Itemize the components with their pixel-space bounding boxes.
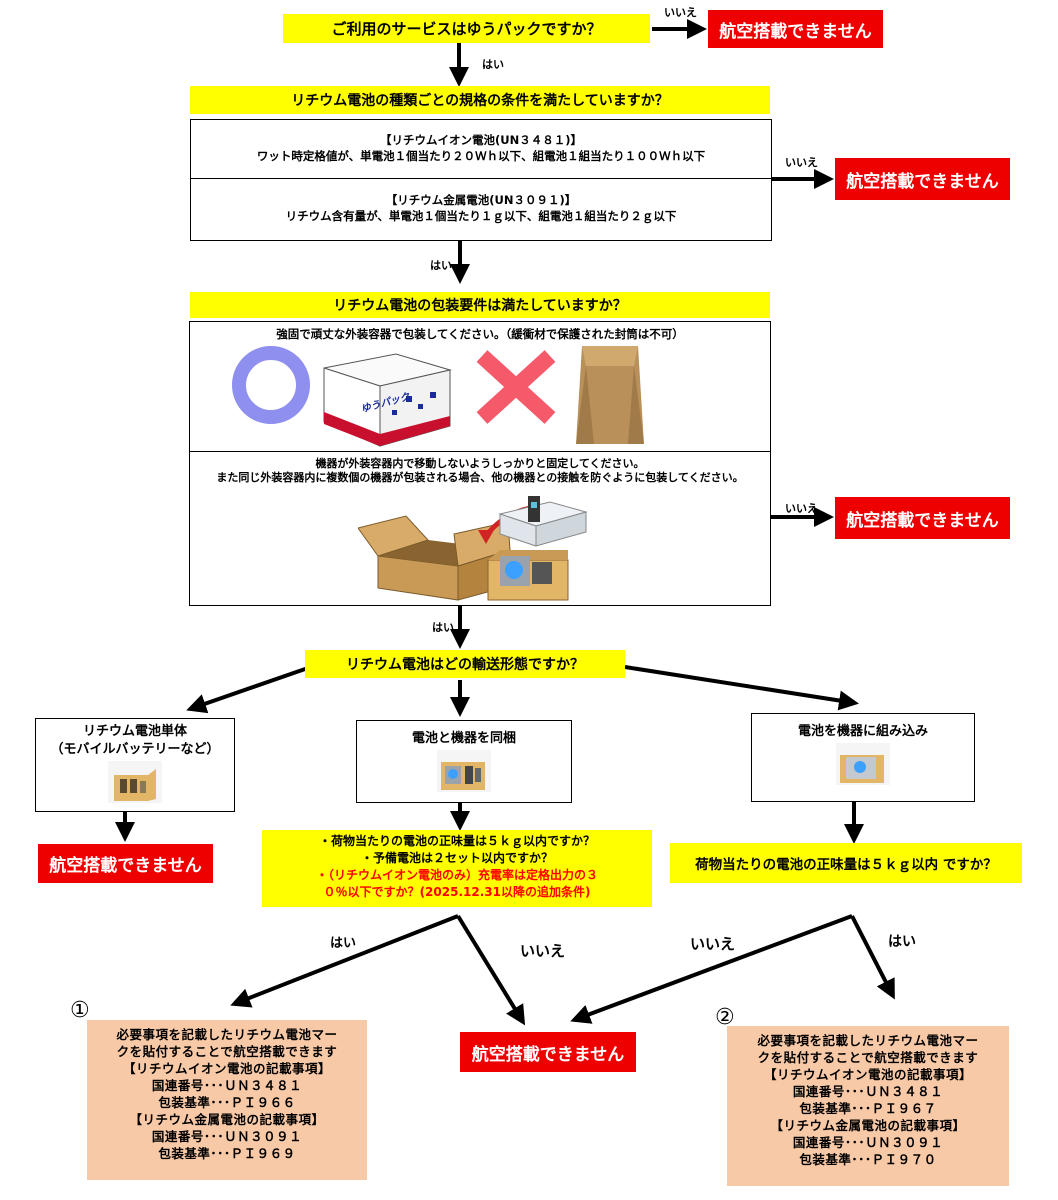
result-2-line8: 包装基準･･･ＰＩ９７０ xyxy=(799,1152,937,1167)
condition-packed-line4: ０％以下ですか？ xyxy=(323,885,420,899)
spec-ion-desc: ワット時定格値が、単電池１個当たり２０Ｗｈ以下、組電池１組当たり１００Ｗｈ以下 xyxy=(256,149,706,163)
label-no: いいえ xyxy=(785,502,818,515)
condition-installed: 荷物当たりの電池の正味量は５ｋｇ以内 ですか？ xyxy=(670,843,1022,883)
spec-ion-title: 【リチウムイオン電池(UN３４８１)】 xyxy=(380,133,582,147)
ng-cross-icon xyxy=(476,350,556,424)
label-no: いいえ xyxy=(690,935,736,953)
mode-single-line2: （モバイルバッテリーなど） xyxy=(50,742,220,757)
result-2-line4: 国連番号･･･ＵＮ３４８１ xyxy=(792,1084,944,1099)
result-1-line3: 【リチウムイオン電池の記載事項】 xyxy=(122,1061,331,1076)
ng-box-3: 航空搭載できません xyxy=(835,497,1010,539)
ng-box-1: 航空搭載できません xyxy=(708,10,883,48)
result-2-line1: 必要事項を記載したリチウム電池マー xyxy=(757,1033,979,1048)
spec-box: 【リチウムイオン電池(UN３４８１)】 ワット時定格値が、単電池１個当たり２０Ｗ… xyxy=(190,119,772,241)
label-yes: はい xyxy=(330,936,357,951)
battery-box-icon xyxy=(108,761,162,803)
result-2-line2: クを貼付することで航空搭載できます xyxy=(757,1050,979,1065)
result-1-line7: 国連番号･･･ＵＮ３０９１ xyxy=(151,1129,303,1144)
paper-bag-icon xyxy=(576,346,644,444)
condition-packed-line2: ・予備電池は２セット以内ですか？ xyxy=(360,851,553,865)
packed-device-icon xyxy=(437,750,491,792)
ng-box-4: 航空搭載できません xyxy=(38,844,213,883)
result-2-line3: 【リチウムイオン電池の記載事項】 xyxy=(763,1067,972,1082)
question-spec-condition: リチウム電池の種類ごとの規格の条件を満たしていますか？ xyxy=(190,86,770,114)
spec-ion: 【リチウムイオン電池(UN３４８１)】 ワット時定格値が、単電池１個当たり２０Ｗ… xyxy=(191,120,771,179)
packaging-fix-line2: また同じ外装容器内に複数個の機器が包装される場合、他の機器との接触を防ぐように包… xyxy=(216,471,744,484)
packaging-fix-text: 機器が外装容器内で移動しないようしっかりと固定してください。 また同じ外装容器内… xyxy=(190,452,770,485)
result-2-line5: 包装基準･･･ＰＩ９６７ xyxy=(799,1101,937,1116)
result-2-line7: 国連番号･･･ＵＮ３０９１ xyxy=(792,1135,944,1150)
result-2-number: ② xyxy=(715,1005,735,1030)
condition-packed-line1: ・荷物当たりの電池の正味量は５ｋｇ以内ですか？ xyxy=(318,834,595,848)
mode-installed-label: 電池を機器に組み込み xyxy=(797,724,928,739)
spec-metal-desc: リチウム含有量が、単電池１個当たり１ｇ以下、組電池１組当たり２ｇ以下 xyxy=(285,209,677,223)
question-transport-mode: リチウム電池はどの輸送形態ですか？ xyxy=(305,650,625,678)
label-yes: はい xyxy=(482,58,504,71)
result-1-line5: 包装基準･･･ＰＩ９６６ xyxy=(158,1095,296,1110)
question-packaging: リチウム電池の包装要件は満たしていますか？ xyxy=(190,292,770,318)
result-box-2: 必要事項を記載したリチウム電池マー クを貼付することで航空搭載できます 【リチウ… xyxy=(727,1026,1009,1186)
result-box-1: 必要事項を記載したリチウム電池マー クを貼付することで航空搭載できます 【リチウ… xyxy=(87,1020,367,1180)
packed-box-icon xyxy=(487,550,569,601)
packaging-outer-text: 強固で頑丈な外装容器で包装してください。（緩衝材で保護された封筒は不可） xyxy=(276,327,684,341)
mode-single-line1: リチウム電池単体 xyxy=(82,724,187,739)
mode-packed-label: 電池と機器を同梱 xyxy=(411,731,516,746)
cardboard-box-icon xyxy=(323,353,452,447)
condition-packed-line3: ・（リチウムイオン電池のみ）充電率は定格出力の３ xyxy=(315,868,598,882)
result-2-line6: 【リチウム金属電池の記載事項】 xyxy=(770,1118,966,1133)
packaging-fix-section: 機器が外装容器内で移動しないようしっかりと固定してください。 また同じ外装容器内… xyxy=(190,452,770,604)
ok-circle-icon xyxy=(232,346,310,424)
question-service-yupack: ご利用のサービスはゆうパックですか？ xyxy=(283,14,650,43)
spec-metal-title: 【リチウム金属電池(UN３０９１)】 xyxy=(385,193,577,207)
result-1-line4: 国連番号･･･ＵＮ３４８１ xyxy=(151,1078,303,1093)
packaging-box: 強固で頑丈な外装容器で包装してください。（緩衝材で保護された封筒は不可） ゆうパ… xyxy=(189,321,771,606)
label-yes: はい xyxy=(432,621,454,634)
label-yes: はい xyxy=(430,259,452,272)
label-yes: はい xyxy=(888,934,916,950)
condition-packed-line4-note: (2025.12.31以降の追加条件) xyxy=(419,885,591,899)
mode-packed-with-device: 電池と機器を同梱 xyxy=(356,720,572,803)
condition-packed: ・荷物当たりの電池の正味量は５ｋｇ以内ですか？ ・予備電池は２セット以内ですか？… xyxy=(262,830,652,907)
result-1-line2: クを貼付することで航空搭載できます xyxy=(116,1044,338,1059)
result-1-number: ① xyxy=(70,998,90,1023)
result-1-line6: 【リチウム金属電池の記載事項】 xyxy=(129,1112,325,1127)
device-box-icon xyxy=(498,496,588,547)
mode-installed-in-device: 電池を機器に組み込み xyxy=(751,713,975,802)
ng-box-2: 航空搭載できません xyxy=(835,158,1010,200)
label-no: いいえ xyxy=(520,942,566,960)
packaging-outer-section: 強固で頑丈な外装容器で包装してください。（緩衝材で保護された封筒は不可） ゆうパ… xyxy=(190,322,770,452)
installed-device-icon xyxy=(836,743,890,785)
packaging-fix-line1: 機器が外装容器内で移動しないようしっかりと固定してください。 xyxy=(315,457,645,470)
result-1-line1: 必要事項を記載したリチウム電池マー xyxy=(116,1027,338,1042)
label-no: いいえ xyxy=(785,156,818,169)
mode-single-battery: リチウム電池単体 （モバイルバッテリーなど） xyxy=(35,718,235,812)
label-no: いいえ xyxy=(664,6,697,19)
result-1-line8: 包装基準･･･ＰＩ９６９ xyxy=(158,1146,296,1161)
ng-box-5: 航空搭載できません xyxy=(460,1032,636,1072)
spec-metal: 【リチウム金属電池(UN３０９１)】 リチウム含有量が、単電池１個当たり１ｇ以下… xyxy=(191,179,771,224)
